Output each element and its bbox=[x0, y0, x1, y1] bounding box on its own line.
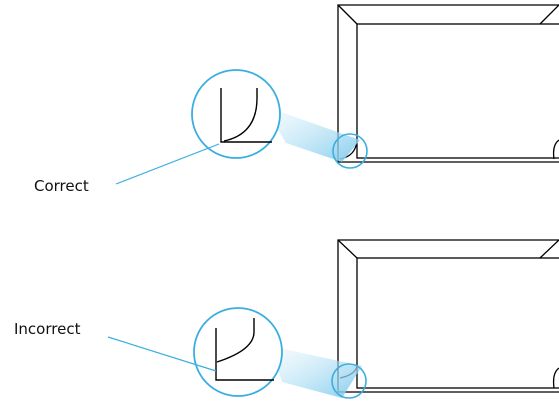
magnifier-correct bbox=[191, 69, 281, 159]
envelope-window bbox=[356, 257, 559, 389]
magnifier-incorrect bbox=[193, 307, 283, 397]
magnifier-target-ring bbox=[332, 133, 368, 169]
label-correct: Correct bbox=[34, 177, 89, 195]
correct-example bbox=[115, 4, 559, 185]
envelope-correct bbox=[337, 4, 559, 163]
envelope-corner-crease bbox=[539, 239, 559, 259]
magnifier-beam bbox=[270, 346, 362, 398]
leader-line-incorrect bbox=[107, 336, 217, 372]
envelope-corner-crease bbox=[337, 239, 358, 259]
magnifier-beam bbox=[264, 106, 360, 162]
envelope-right-curve bbox=[552, 139, 559, 160]
zoomed-left-edge bbox=[220, 88, 272, 143]
zoomed-fold-curve bbox=[216, 318, 255, 363]
magnifier-target-ring bbox=[331, 363, 367, 399]
envelope-corner-crease bbox=[539, 4, 559, 25]
zoomed-fold-curve bbox=[223, 88, 258, 142]
leader-line-correct bbox=[115, 143, 220, 185]
envelope-right-curve bbox=[552, 367, 559, 389]
magnifier-lens bbox=[191, 69, 281, 159]
envelope-incorrect bbox=[337, 239, 559, 393]
label-incorrect: Incorrect bbox=[14, 320, 81, 338]
envelope-corner-crease bbox=[337, 4, 358, 25]
incorrect-example bbox=[107, 239, 559, 399]
envelope-window bbox=[356, 23, 559, 159]
zoomed-left-edge bbox=[215, 328, 274, 381]
magnifier-lens bbox=[193, 307, 283, 397]
